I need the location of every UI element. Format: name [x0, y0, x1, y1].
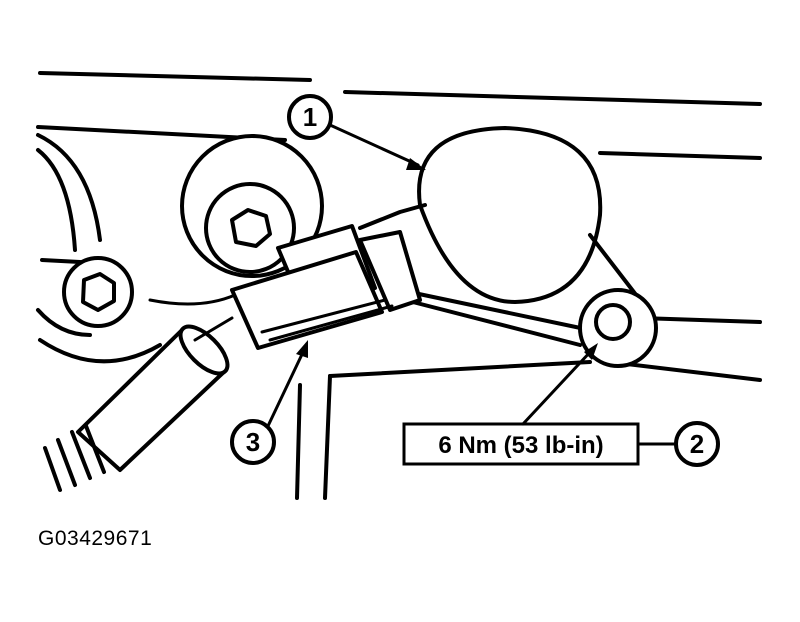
callout-1: 1: [287, 94, 426, 170]
housing-lines: [36, 71, 762, 500]
torque-spec: 6 Nm (53 lb-in): [438, 432, 603, 459]
bracket-bolt: [578, 288, 658, 368]
figure-id: G03429671: [38, 527, 153, 550]
callout-3-arrowhead: [296, 340, 308, 358]
callout-1-label: 1: [303, 102, 317, 132]
belt-pulley: [36, 133, 162, 364]
callout-3: 3: [230, 340, 308, 465]
callout-2: 6 Nm (53 lb-in) 2: [402, 343, 720, 467]
callout-2-label: 2: [690, 429, 704, 459]
hex-bolt-center: [230, 208, 272, 248]
callout-3-label: 3: [246, 427, 260, 457]
idler-pulley: [180, 134, 324, 278]
callout-1-arrowhead: [406, 158, 426, 170]
sensor-bracket: [358, 126, 642, 347]
wire-harness: [43, 316, 234, 492]
callout-2-arrowhead: [584, 343, 598, 360]
hex-bolt-left: [81, 272, 116, 312]
sensor-connector: [230, 224, 422, 350]
